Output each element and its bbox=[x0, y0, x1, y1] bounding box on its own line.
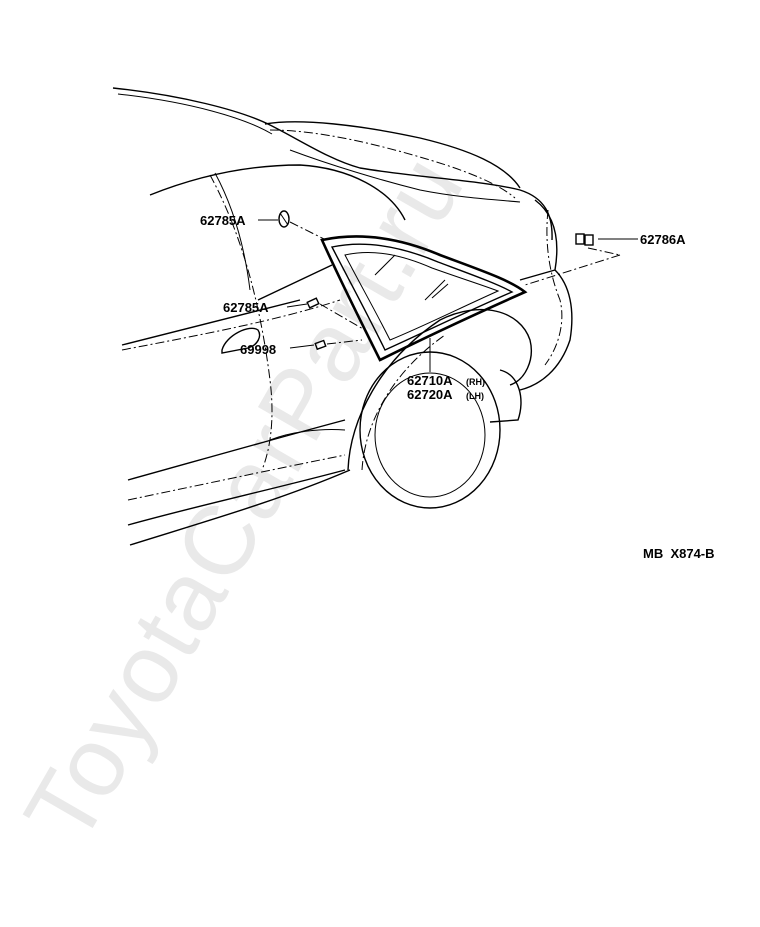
label-clip-upper: 62785A bbox=[200, 213, 246, 228]
emblem-outline bbox=[221, 327, 261, 354]
car-body bbox=[112, 87, 573, 546]
label-glass-lh: 62720A bbox=[407, 387, 453, 402]
diagram-code: MB X874-B bbox=[643, 546, 715, 561]
leader-lines bbox=[258, 219, 638, 372]
label-screw: 69998 bbox=[240, 342, 276, 357]
clip-right-icon bbox=[575, 233, 594, 246]
label-glass-rh: 62710A bbox=[407, 373, 453, 388]
clip-lower-icon bbox=[306, 297, 320, 309]
screw-icon bbox=[314, 339, 327, 351]
label-clip-right: 62786A bbox=[640, 232, 686, 247]
quarter-window-glass bbox=[320, 235, 528, 362]
label-glass-rh-side: (RH) bbox=[466, 377, 485, 387]
label-clip-lower: 62785A bbox=[223, 300, 269, 315]
clip-upper-icon bbox=[278, 210, 290, 228]
label-glass-lh-side: (LH) bbox=[466, 391, 484, 401]
